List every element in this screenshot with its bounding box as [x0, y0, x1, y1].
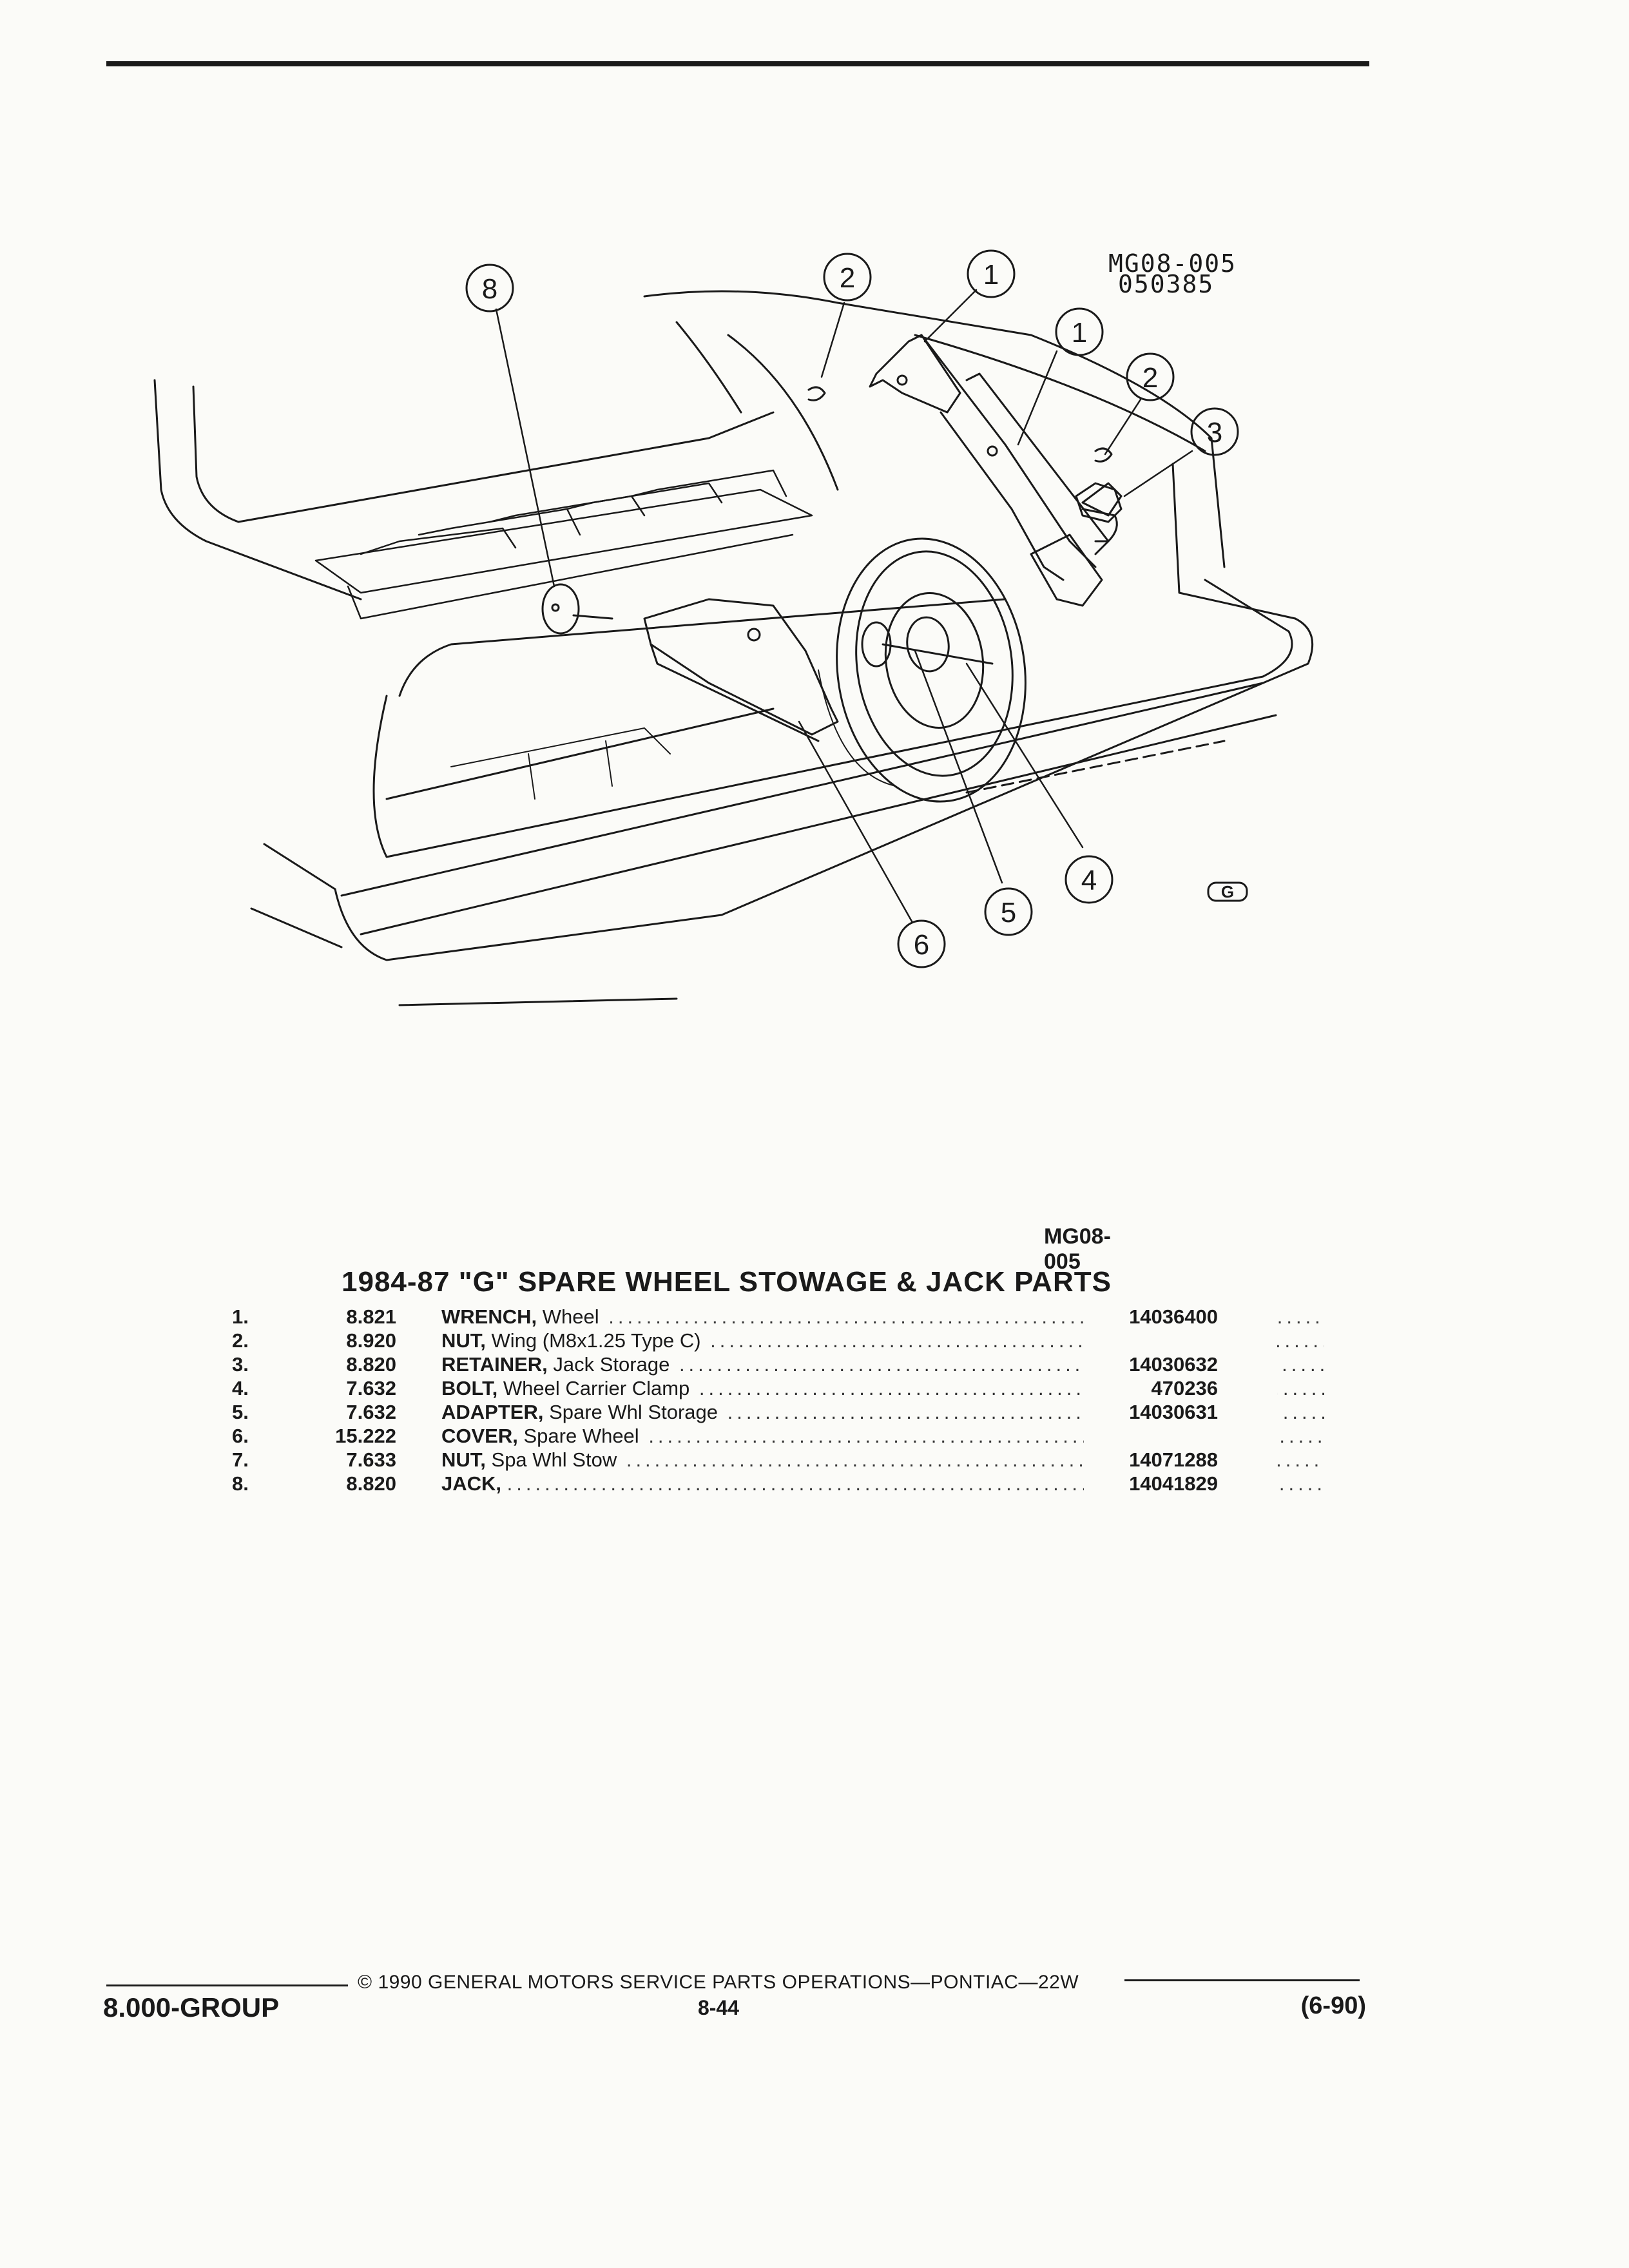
part-detail: Jack Storage — [553, 1353, 670, 1376]
dots-mask — [1084, 1424, 1277, 1448]
group-number: 7.633 — [346, 1448, 396, 1471]
dots-mask — [1084, 1329, 1277, 1352]
part-number: 14036400 — [1086, 1305, 1218, 1329]
part-detail: Spare Wheel — [523, 1425, 639, 1447]
top-rule — [106, 61, 1369, 66]
part-name: WRENCH, — [441, 1305, 537, 1328]
group-label: 8.000-GROUP — [103, 1992, 280, 2023]
group-number: 8.820 — [346, 1353, 396, 1376]
item-number: 2. — [232, 1329, 249, 1352]
callout-3: 3 — [1207, 417, 1222, 448]
group-number: 15.222 — [335, 1425, 396, 1447]
item-number: 8. — [232, 1472, 249, 1495]
rear-bumper — [250, 579, 1314, 1006]
trunk-outline — [153, 290, 1296, 620]
footer-rule-right — [1124, 1979, 1360, 1981]
part-detail: Wheel — [542, 1305, 599, 1328]
part-name: ADAPTER, — [441, 1401, 544, 1423]
callout-2b: 2 — [1142, 362, 1158, 394]
part-name: RETAINER, — [441, 1353, 548, 1376]
part-name: JACK, — [441, 1472, 502, 1495]
callout-4: 4 — [1081, 865, 1097, 896]
callout-2a: 2 — [840, 262, 855, 294]
part-detail: Spa Whl Stow — [491, 1448, 617, 1471]
group-number: 8.820 — [346, 1472, 396, 1495]
revision-date: (6-90) — [1300, 1992, 1366, 2019]
jack-assembly — [869, 334, 1123, 607]
parts-list-title: 1984-87 "G" SPARE WHEEL STOWAGE & JACK P… — [342, 1266, 1112, 1298]
item-number: 4. — [232, 1377, 249, 1399]
gm-g-logo: G — [1207, 881, 1248, 902]
part-name: COVER, — [441, 1425, 518, 1447]
callout-8: 1 — [983, 259, 999, 291]
part-name: NUT, — [441, 1448, 486, 1471]
copyright-notice: © 1990 GENERAL MOTORS SERVICE PARTS OPER… — [358, 1972, 1079, 1993]
group-number: 7.632 — [346, 1377, 396, 1399]
callout-7: 8 — [482, 273, 497, 305]
callout-1: 1 — [1072, 317, 1087, 349]
item-number: 3. — [232, 1353, 249, 1376]
part-name: BOLT, — [441, 1377, 498, 1399]
part-detail: Wheel Carrier Clamp — [503, 1377, 690, 1399]
item-number: 6. — [232, 1425, 249, 1447]
part-detail: Wing (M8x1.25 Type C) — [491, 1329, 701, 1352]
part-detail: Spare Whl Storage — [549, 1401, 718, 1423]
logo-letter: G — [1221, 882, 1234, 901]
floor-ribs — [314, 469, 813, 620]
wing-nut — [541, 583, 613, 635]
spare-wheel-illustration: G 8 2 1 1 2 3 4 5 6 — [153, 249, 1314, 1006]
part-name: NUT, — [441, 1329, 486, 1352]
figure-date-code: 050385 — [1118, 270, 1215, 298]
item-number: 1. — [232, 1305, 249, 1328]
spare-wheel-cover — [643, 598, 839, 742]
footer-rule-left — [106, 1984, 348, 1986]
part-number: 14030632 — [1086, 1352, 1218, 1376]
retainer-and-nuts — [807, 386, 1123, 543]
group-number: 8.920 — [346, 1329, 396, 1352]
figure-reference: MG08-005 — [1044, 1224, 1111, 1274]
item-number: 7. — [232, 1448, 249, 1471]
item-number: 5. — [232, 1401, 249, 1423]
group-number: 8.821 — [346, 1305, 396, 1328]
part-number: 470236 — [1086, 1376, 1218, 1400]
callout-circles — [465, 249, 1239, 968]
leader-lines — [495, 289, 1193, 923]
page-number: 8-44 — [697, 1996, 740, 2019]
callout-6: 6 — [914, 929, 929, 961]
figure-code: MG08-005 — [1108, 249, 1237, 278]
group-number: 7.632 — [346, 1401, 396, 1423]
part-number: 14071288 — [1086, 1448, 1218, 1472]
callout-5: 5 — [1001, 897, 1016, 928]
part-number: 14041829 — [1086, 1472, 1218, 1495]
part-number: 14030631 — [1086, 1400, 1218, 1424]
spare-tire — [818, 537, 1027, 803]
